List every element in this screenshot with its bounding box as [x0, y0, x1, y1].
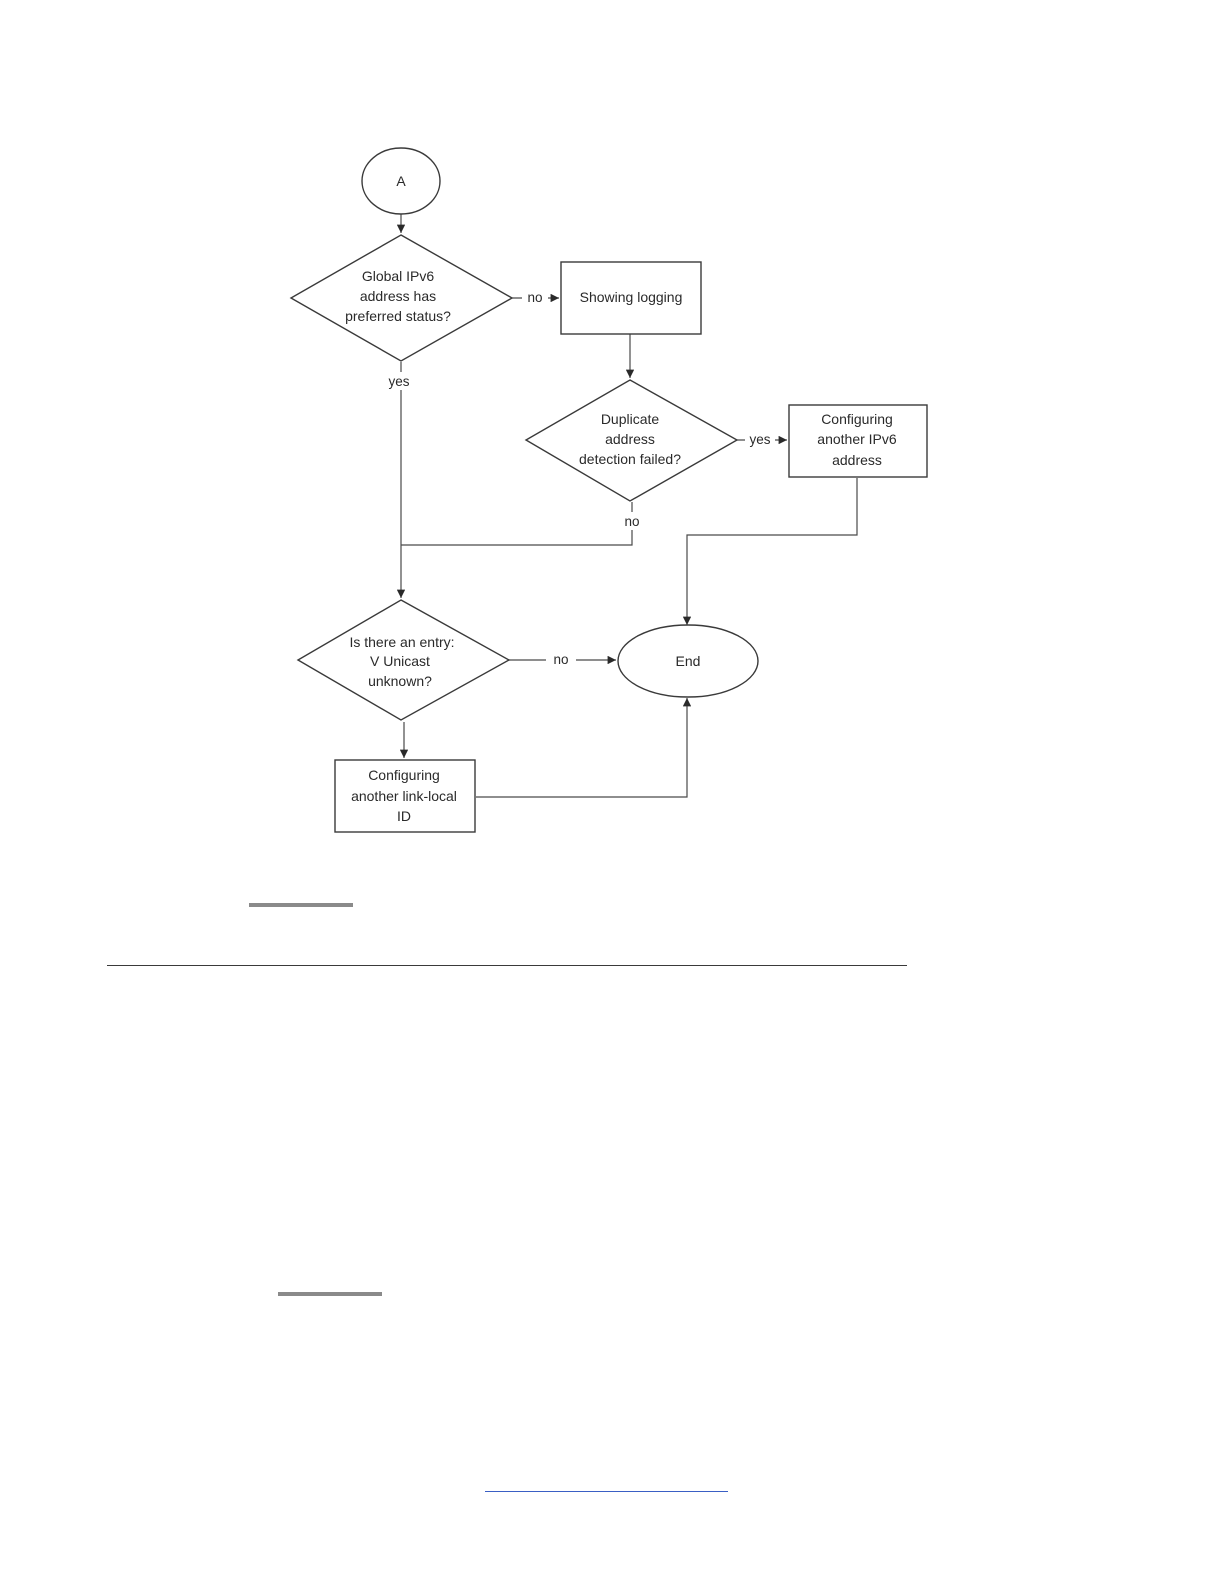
edge-label-dad-no: no: [624, 514, 639, 529]
node-entry-decision: Is there an entry: V Unicast unknown?: [298, 600, 509, 720]
svg-text:ID: ID: [397, 808, 411, 824]
node-showing-logging: Showing logging: [561, 262, 701, 334]
svg-text:another link-local: another link-local: [351, 788, 457, 804]
short-divider-top: [249, 903, 353, 907]
edge-config-ipv6-to-end: [687, 478, 857, 625]
node-configuring-ipv6-address: Configuring another IPv6 address: [789, 405, 927, 477]
node-global-status-decision: Global IPv6 address has preferred status…: [291, 235, 512, 361]
svg-text:End: End: [676, 653, 701, 669]
edge-label-dad-yes: yes: [749, 432, 770, 447]
edge-label-entry-no: no: [553, 652, 568, 667]
svg-text:Configuring: Configuring: [368, 767, 440, 783]
svg-text:Global IPv6: Global IPv6: [362, 268, 435, 284]
short-divider-bottom: [278, 1292, 382, 1296]
edge-label-global-no: no: [527, 290, 542, 305]
svg-text:Is there an entry:: Is there an entry:: [349, 634, 454, 650]
edge-dad-no-merge: [401, 502, 632, 545]
svg-text:another IPv6: another IPv6: [817, 431, 897, 447]
svg-text:address: address: [605, 431, 655, 447]
svg-text:V Unicast: V Unicast: [370, 653, 430, 669]
node-end: End: [618, 625, 758, 697]
svg-text:Duplicate: Duplicate: [601, 411, 660, 427]
svg-text:A: A: [396, 173, 406, 189]
node-start: A: [362, 148, 440, 214]
svg-text:preferred status?: preferred status?: [345, 308, 451, 324]
svg-text:Showing logging: Showing logging: [580, 289, 683, 305]
svg-text:Configuring: Configuring: [821, 411, 893, 427]
svg-text:address has: address has: [360, 288, 436, 304]
svg-text:detection failed?: detection failed?: [579, 451, 681, 467]
edge-label-global-yes: yes: [388, 374, 409, 389]
footer-link-underline[interactable]: [485, 1491, 728, 1492]
svg-text:unknown?: unknown?: [368, 673, 432, 689]
svg-text:address: address: [832, 452, 882, 468]
node-dad-failed-decision: Duplicate address detection failed?: [526, 380, 737, 501]
edge-config-linklocal-to-end: [476, 698, 687, 797]
node-configuring-link-local: Configuring another link-local ID: [335, 760, 475, 832]
section-divider: [107, 965, 907, 966]
